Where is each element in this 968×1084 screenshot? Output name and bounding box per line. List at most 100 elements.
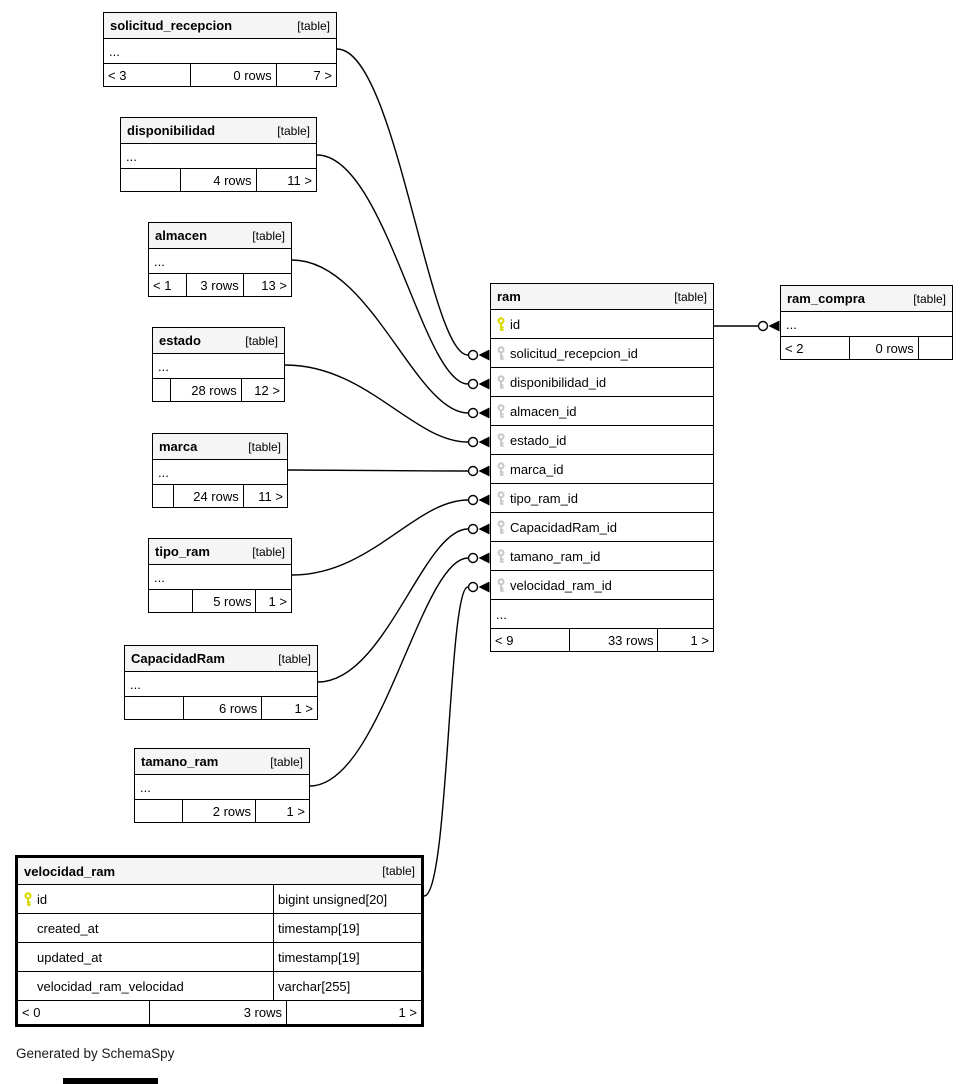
column-row: solicitud_recepcion_id xyxy=(491,338,713,367)
zero-or-one-circle xyxy=(467,581,479,593)
table-name: disponibilidad xyxy=(127,123,216,138)
relation-ram-to-ram_compra xyxy=(714,320,780,332)
footer-row-count: 24 rows xyxy=(173,485,243,507)
table-tag: [table] xyxy=(252,544,285,559)
ellipsis-text: ... xyxy=(154,569,165,585)
foreign-key-icon xyxy=(496,519,510,535)
generated-by-note: Generated by SchemaSpy xyxy=(16,1046,175,1061)
table-name: estado xyxy=(159,333,201,348)
table-tag: [table] xyxy=(248,439,281,454)
table-header: velocidad_ram[table] xyxy=(18,858,421,884)
footer-row-count: 5 rows xyxy=(191,590,256,612)
foreign-key-icon xyxy=(496,432,510,448)
footer-row-count: 0 rows xyxy=(189,64,276,86)
column-type: timestamp[19] xyxy=(273,943,421,971)
column-type: varchar[255] xyxy=(273,972,421,1000)
footer-next-pager: 12 > xyxy=(240,379,284,401)
footer-row-count: 4 rows xyxy=(179,169,256,191)
zero-or-one-circle xyxy=(757,320,769,332)
relation-almacen-to-ram xyxy=(291,259,490,419)
ellipsis-text: ... xyxy=(109,43,120,59)
column-row: marca_id xyxy=(491,454,713,483)
relation-disponibilidad-to-ram xyxy=(316,154,490,390)
footer-next-pager: 1 > xyxy=(285,1001,421,1024)
foreign-key-icon xyxy=(496,345,510,361)
collapsed-columns-row: ... xyxy=(125,671,317,696)
table-name: marca xyxy=(159,439,198,454)
footer-row-count: 33 rows xyxy=(568,629,658,651)
table-header: solicitud_recepcion[table] xyxy=(104,13,336,38)
foreign-key-icon xyxy=(496,490,510,506)
zero-or-one-circle xyxy=(467,378,479,390)
column-name: velocidad_ram_velocidad xyxy=(37,978,184,994)
ellipsis-text: ... xyxy=(158,358,169,374)
table-tag: [table] xyxy=(382,864,415,878)
column-name: tipo_ram_id xyxy=(510,490,578,506)
table-tag: [table] xyxy=(913,291,946,306)
crows-foot-arrow xyxy=(478,552,490,564)
column-row: tipo_ram_id xyxy=(491,483,713,512)
relation-tamano_ram-to-ram xyxy=(309,552,490,787)
footer-prev-pager xyxy=(135,800,182,822)
footer-next-pager: 1 > xyxy=(261,697,317,719)
table-tag: [table] xyxy=(270,754,303,769)
table-tag: [table] xyxy=(277,123,310,138)
relation-CapacidadRam-to-ram xyxy=(317,523,490,683)
collapsed-columns-row: ... xyxy=(149,248,291,273)
column-row: disponibilidad_id xyxy=(491,367,713,396)
collapsed-columns-row: ... xyxy=(781,311,952,336)
collapsed-columns-row: ... xyxy=(121,143,316,168)
crows-foot-arrow xyxy=(478,407,490,419)
footer-prev-pager xyxy=(149,590,192,612)
column-row: velocidad_ram_velocidad varchar[255] xyxy=(18,971,421,1000)
crows-foot-arrow xyxy=(478,494,490,506)
footer-row-count: 6 rows xyxy=(182,697,262,719)
ellipsis-text: ... xyxy=(130,676,141,692)
table-name: CapacidadRam xyxy=(131,651,225,666)
collapsed-columns-row: ... xyxy=(135,774,309,799)
relation-estado-to-ram xyxy=(284,364,490,448)
zero-or-one-circle xyxy=(467,407,479,419)
crows-foot-arrow xyxy=(478,465,490,477)
table-header: estado[table] xyxy=(153,328,284,353)
bottom-artifact-bar xyxy=(63,1078,158,1084)
column-name: disponibilidad_id xyxy=(510,374,607,390)
ellipsis-text: ... xyxy=(786,316,797,332)
table-name: ram xyxy=(497,289,521,304)
table-header: disponibilidad [table] xyxy=(121,118,316,143)
table-tag: [table] xyxy=(252,228,285,243)
crows-foot-arrow xyxy=(478,436,490,448)
table-tag: [table] xyxy=(297,18,330,33)
collapsed-columns-row: ... xyxy=(153,353,284,378)
crows-foot-arrow xyxy=(768,320,780,332)
table-name: almacen xyxy=(155,228,208,243)
column-name: solicitud_recepcion_id xyxy=(510,345,638,361)
column-row: velocidad_ram_id xyxy=(491,570,713,599)
crows-foot-arrow xyxy=(478,349,490,361)
relation-velocidad_ram-to-ram xyxy=(423,581,490,897)
column-name: tamano_ram_id xyxy=(510,548,601,564)
crows-foot-arrow xyxy=(478,581,490,593)
footer-next-pager xyxy=(917,337,952,359)
column-name: velocidad_ram_id xyxy=(510,577,612,593)
